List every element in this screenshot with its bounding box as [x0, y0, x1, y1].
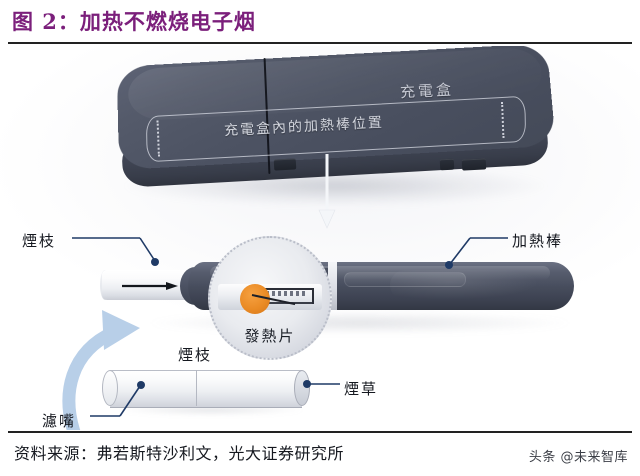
heating-rod-ring-back — [328, 262, 337, 310]
cigarette-stick-diagram — [100, 364, 330, 416]
heating-rod-illustration: 發熱片 — [60, 236, 620, 360]
cigarette-section-divider — [196, 370, 197, 406]
cigarette-tobacco-end — [294, 370, 310, 406]
figure-title: 图 2：加热不燃烧电子烟 — [12, 9, 256, 34]
heating-rod-groove — [344, 272, 466, 287]
heating-blade-icon — [240, 284, 270, 314]
callout-label-heating-rod: 加熱棒 — [512, 232, 564, 250]
slot-dotted-edge-left — [156, 120, 162, 157]
heating-blade-label: 發熱片 — [244, 327, 296, 345]
figure-illustration: 充電盒 充電盒內的加熱棒位置 — [0, 46, 640, 430]
heating-chamber-top-edge — [254, 288, 314, 290]
cigarette-diagram-shadow — [116, 406, 306, 416]
heating-chamber-end-edge — [312, 288, 314, 304]
callout-label-tobacco: 煙草 — [344, 380, 379, 398]
source-divider — [8, 431, 632, 433]
slot-dotted-edge-right — [501, 101, 507, 139]
callout-label-cigarette-stick-bottom: 煙枝 — [178, 346, 213, 364]
magnifier-circle: 發熱片 — [208, 236, 332, 360]
insert-direction-arrow-icon — [122, 282, 178, 290]
heating-chamber-hatching — [260, 291, 306, 296]
watermark-label: 头条 @未来智库 — [528, 450, 628, 465]
down-arrow-icon — [318, 154, 336, 229]
title-divider — [8, 42, 632, 44]
cigarette-body — [110, 370, 302, 408]
charging-case-illustration: 充電盒 充電盒內的加熱棒位置 — [116, 46, 556, 206]
charging-case-label: 充電盒 — [399, 80, 455, 102]
charging-case-port-3 — [461, 158, 487, 171]
source-note: 资料来源：弗若斯特沙利文，光大证券研究所 — [14, 444, 345, 463]
charging-case-port-1 — [273, 158, 297, 171]
swoosh-arrow-icon — [62, 310, 140, 430]
callout-label-filter: 濾嘴 — [42, 412, 77, 430]
charging-case-port-2 — [439, 158, 455, 171]
callout-label-cigarette-stick-left: 煙枝 — [22, 232, 57, 250]
cigarette-filter-end — [102, 370, 118, 406]
